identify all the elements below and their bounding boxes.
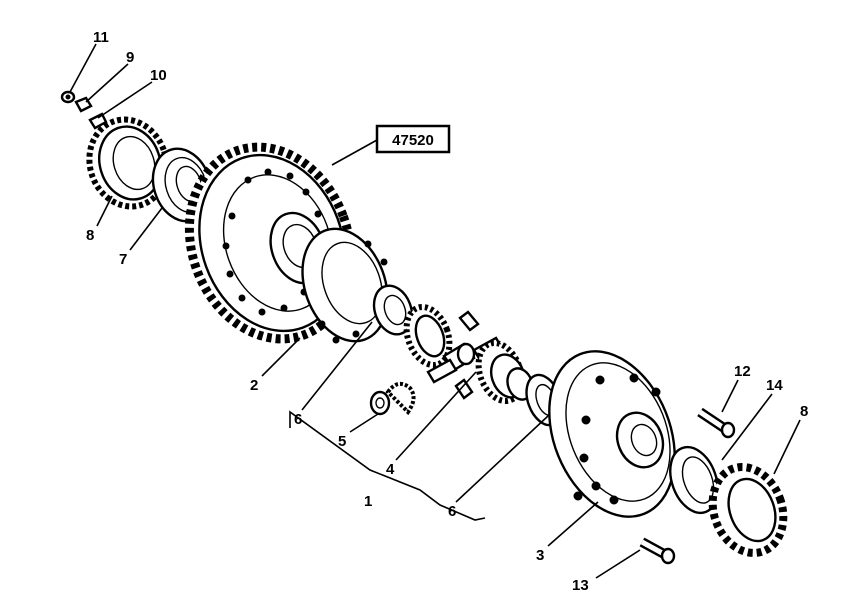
reference-box: 47520 [375, 124, 451, 154]
part-14-bearing-right [669, 445, 719, 515]
callout-7: 7 [119, 251, 127, 268]
callout-1: 1 [364, 493, 372, 510]
part-6-thrust-washer-upper [372, 284, 414, 336]
callout-8-left: 8 [86, 227, 94, 244]
callout-13: 13 [572, 577, 589, 594]
part-12-bolt [697, 407, 736, 439]
part-11-screw [60, 90, 76, 104]
callout-2: 2 [250, 377, 258, 394]
part-8-adjusting-ring-left [86, 116, 170, 210]
callout-5: 5 [338, 433, 346, 450]
part-8-adjusting-ring-right [708, 463, 788, 557]
part-cross-shaft [426, 310, 504, 400]
callout-9: 9 [126, 49, 134, 66]
reference-code: 47520 [392, 132, 434, 149]
callout-14: 14 [766, 377, 783, 394]
leader-lines [69, 43, 801, 579]
part-13-bolt [639, 537, 676, 565]
part-5-pinion-washer [369, 390, 391, 416]
part-10-tab [88, 112, 108, 130]
callout-8-right: 8 [800, 403, 808, 420]
part-4-side-gear-upper [403, 303, 453, 369]
callout-6-upper: 6 [294, 411, 302, 428]
callout-10: 10 [150, 67, 167, 84]
callout-3: 3 [536, 547, 544, 564]
group-1-bracket [289, 410, 486, 521]
callout-12: 12 [734, 363, 751, 380]
part-2-case-flange [301, 227, 389, 344]
callout-4: 4 [386, 461, 395, 478]
callout-6-lower: 6 [448, 503, 456, 520]
callout-labels: 11 9 10 8 7 2 6 5 4 1 6 3 13 12 14 8 [86, 29, 808, 594]
callout-11: 11 [93, 29, 109, 46]
part-4-side-gear-lower [475, 339, 534, 405]
part-3-case-half [548, 350, 676, 518]
part-pinion-gear [385, 381, 416, 416]
